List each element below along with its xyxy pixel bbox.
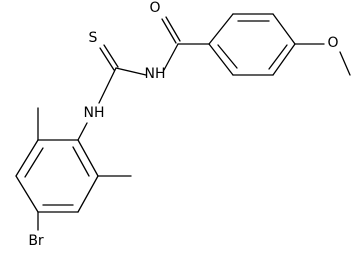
atom-sulfur-thione: S [89, 30, 98, 46]
bond-omethoxy-ch3 [339, 51, 351, 76]
bond-cs-naryl [98, 67, 117, 104]
ring2-bond-6 [77, 139, 99, 177]
bond-nimide-cco [163, 43, 179, 71]
atom-oxygen-methoxy: O [327, 35, 338, 51]
ring2-double-1 [24, 147, 44, 178]
bond-c-s-2 [103, 44, 119, 68]
ring2-bond-3 [15, 175, 39, 213]
bond-c-o-2 [165, 16, 181, 42]
ring2-double-3 [72, 146, 90, 177]
bond-c-o-1 [161, 18, 177, 44]
atom-nitrogen-imide: NH [145, 66, 166, 82]
ring1-bond-4 [272, 43, 296, 76]
bond-cs-nimide [115, 67, 147, 76]
ring2-bond-5 [77, 175, 99, 213]
ring1-bond-3 [272, 13, 296, 45]
atom-oxygen-carbonyl: O [149, 0, 160, 16]
ring2-bond-2 [15, 139, 39, 177]
ring1-double-3 [217, 44, 238, 69]
bond-c-s-1 [99, 47, 115, 71]
ring1-bond-1 [208, 13, 234, 45]
atom-bromine: Br [28, 233, 44, 249]
ring1-double-2 [268, 44, 288, 70]
atom-nitrogen-aryl: NH [84, 105, 105, 121]
bond-naryl-ring [77, 122, 88, 141]
ring1-bond-6 [208, 43, 234, 76]
